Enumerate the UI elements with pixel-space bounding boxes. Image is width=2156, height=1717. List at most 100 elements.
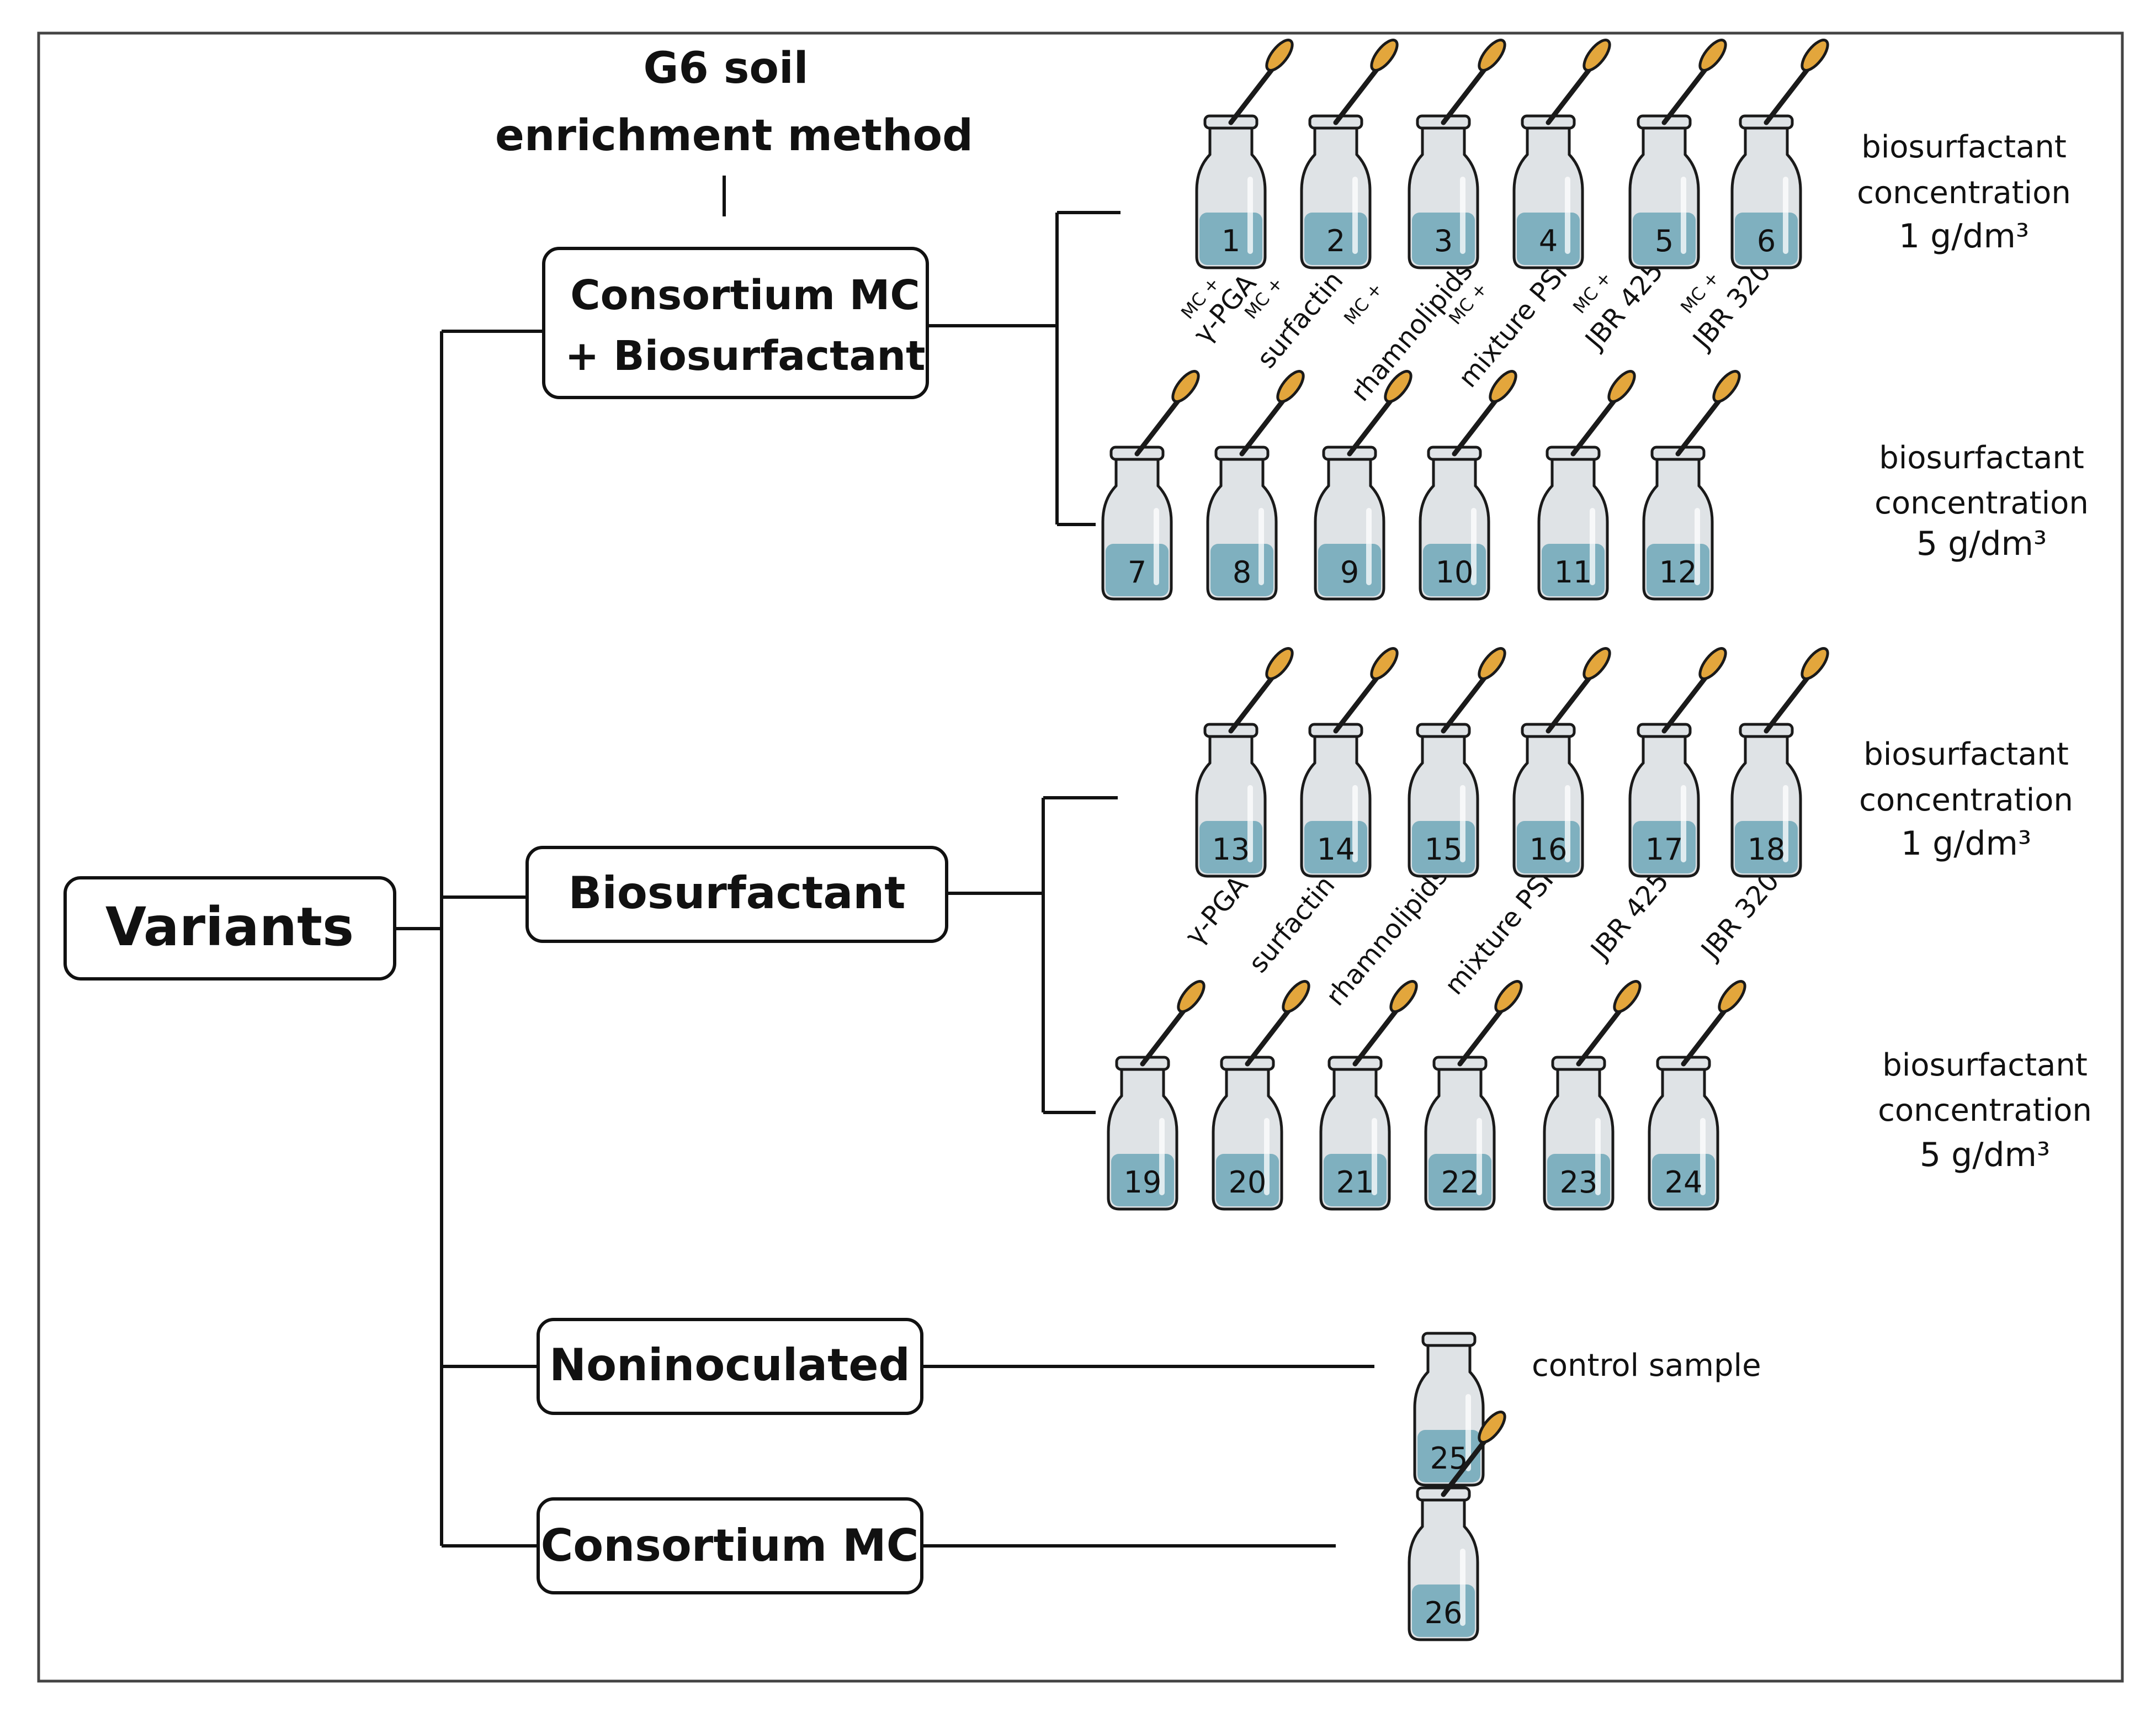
dropper-icon	[1441, 39, 1506, 125]
bottle-15: 15	[1408, 723, 1479, 878]
bottle-17: 17	[1628, 723, 1700, 878]
bottle-18: 18	[1730, 723, 1802, 878]
group-box-biosurfactant	[525, 846, 948, 943]
svg-text:5 g/dm³: 5 g/dm³	[1920, 1136, 2050, 1174]
dropper-icon	[1352, 980, 1418, 1067]
dropper-icon	[1764, 39, 1829, 125]
bottle-number: 13	[1212, 832, 1250, 867]
dropper-icon	[1239, 370, 1305, 457]
bottle-16: 16	[1512, 723, 1584, 878]
svg-text:biosurfactant: biosurfactant	[1882, 1047, 2088, 1083]
group-box-consortium	[537, 1497, 923, 1594]
bottle-number: 1	[1222, 224, 1240, 258]
bottle-number: 2	[1326, 224, 1345, 258]
bottle-9: 9	[1314, 446, 1385, 601]
bottle-number: 8	[1233, 555, 1251, 590]
svg-text:5 g/dm³: 5 g/dm³	[1916, 524, 2047, 563]
bottle-number: 5	[1655, 224, 1674, 258]
bottle-2: 2	[1300, 114, 1372, 269]
dropper-icon	[1347, 370, 1412, 457]
diagram-frame	[37, 31, 2124, 1683]
dropper-icon	[1452, 370, 1517, 457]
bottle-12: 12	[1642, 446, 1714, 601]
bottle-1: 1	[1195, 114, 1267, 269]
bottle-19: 19	[1107, 1056, 1178, 1211]
title-line-2: enrichment method	[495, 111, 973, 161]
concentration-label-row4: biosurfactant concentration 5 g/dm³	[1878, 1047, 2092, 1174]
svg-text:1 g/dm³: 1 g/dm³	[1901, 824, 2031, 863]
bottle-14: 14	[1300, 723, 1372, 878]
bottle-20: 20	[1212, 1056, 1283, 1211]
group-label-noninoculated: Noninoculated	[549, 1339, 910, 1391]
bottle-number: 9	[1340, 555, 1359, 590]
dropper-icon	[1576, 980, 1642, 1067]
svg-text:biosurfactant: biosurfactant	[1863, 736, 2069, 772]
dropper-icon	[1546, 647, 1611, 734]
bottle-23: 23	[1543, 1056, 1615, 1211]
dropper-icon	[1140, 980, 1206, 1067]
bottle-number: 19	[1124, 1165, 1162, 1200]
bottle-8: 8	[1206, 446, 1278, 601]
bottle-number: 20	[1229, 1165, 1267, 1200]
bottle-number: 21	[1336, 1165, 1374, 1200]
bottle-6: 6	[1730, 114, 1802, 269]
bottle-26: 26	[1408, 1486, 1479, 1641]
bottle-number: 6	[1757, 224, 1776, 258]
svg-text:biosurfactant: biosurfactant	[1861, 129, 2067, 165]
bottle-number: 18	[1748, 832, 1786, 867]
group-label-consortium-biosurfactant-line2: + Biosurfactant	[565, 332, 926, 380]
bottle-number: 23	[1560, 1165, 1598, 1200]
variants-label: Variants	[105, 896, 354, 958]
concentration-label-row1: biosurfactant concentration 1 g/dm³	[1857, 129, 2071, 256]
bottle-number: 17	[1645, 832, 1684, 867]
dropper-icon	[1661, 647, 1727, 734]
group-box-consortium-biosurfactant	[542, 247, 929, 399]
dropper-icon	[1441, 1411, 1506, 1497]
group-label-biosurfactant: Biosurfactant	[568, 867, 905, 919]
bottle-25: 25	[1413, 1332, 1485, 1487]
bottle-number: 22	[1441, 1165, 1479, 1200]
dropper-icon	[1333, 39, 1399, 125]
group-box-noninoculated	[537, 1318, 923, 1415]
dropper-icon	[1764, 647, 1829, 734]
svg-text:1 g/dm³: 1 g/dm³	[1899, 217, 2029, 256]
bottle-number: 7	[1128, 555, 1146, 590]
bottle-7: 7	[1101, 446, 1173, 601]
dropper-icon	[1681, 980, 1746, 1067]
bottle-number: 12	[1659, 555, 1697, 590]
dropper-icon	[1245, 980, 1310, 1067]
svg-text:concentration: concentration	[1859, 782, 2073, 818]
svg-text:concentration: concentration	[1857, 175, 2071, 211]
title-line-1: G6 soil	[644, 44, 809, 93]
dropper-icon	[1228, 39, 1294, 125]
bottle-22: 22	[1424, 1056, 1496, 1211]
bottle-5: 5	[1628, 114, 1700, 269]
dropper-icon	[1457, 980, 1523, 1067]
dropper-icon	[1333, 647, 1399, 734]
variants-box	[63, 876, 396, 981]
bottle-number: 26	[1425, 1596, 1463, 1630]
dropper-icon	[1228, 647, 1294, 734]
svg-text:concentration: concentration	[1874, 485, 2089, 521]
concentration-label-row3: biosurfactant concentration 1 g/dm³	[1859, 736, 2073, 863]
bottle-number: 10	[1436, 555, 1474, 590]
bottle-4: 4	[1512, 114, 1584, 269]
dropper-icon	[1675, 370, 1741, 457]
dropper-icon	[1441, 647, 1506, 734]
bottle-21: 21	[1319, 1056, 1391, 1211]
svg-text:biosurfactant: biosurfactant	[1879, 440, 2084, 476]
dropper-icon	[1546, 39, 1611, 125]
bottle-number: 16	[1530, 832, 1568, 867]
bottle-number: 3	[1434, 224, 1453, 258]
bottle-number: 14	[1317, 832, 1355, 867]
bottle-number: 15	[1425, 832, 1463, 867]
group-label-consortium: Consortium MC	[541, 1520, 919, 1571]
group-label-consortium-biosurfactant-line1: Consortium MC	[570, 272, 920, 319]
svg-text:concentration: concentration	[1878, 1093, 2092, 1128]
bottle-number: 11	[1554, 555, 1592, 590]
dropper-icon	[1661, 39, 1727, 125]
bottle-number: 24	[1665, 1165, 1703, 1200]
connector-lines	[395, 176, 1374, 1548]
